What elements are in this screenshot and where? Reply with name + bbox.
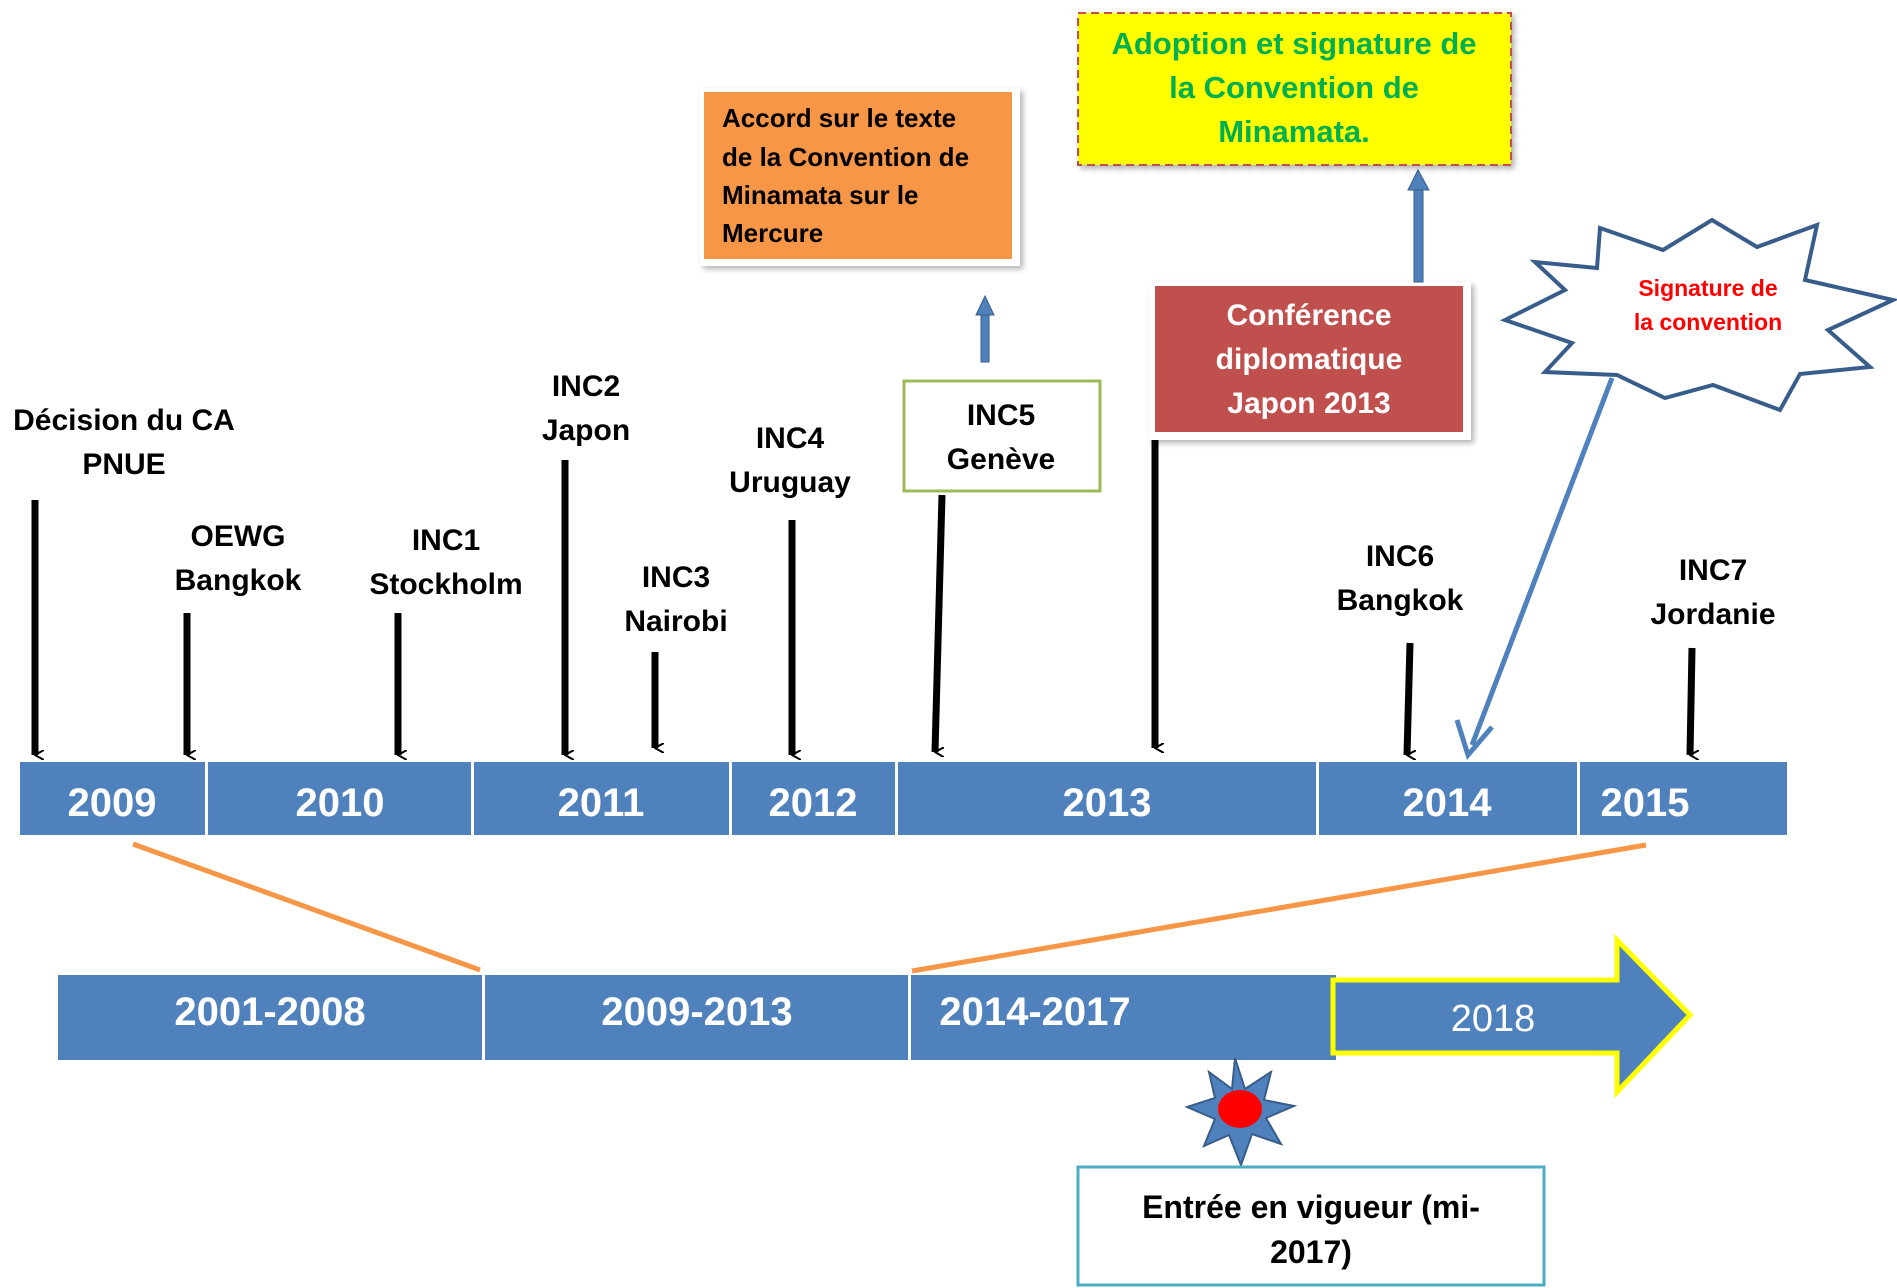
bottom-period-bar: 2001-2008 2009-2013 2014-2017 2018 [58,933,1694,1099]
connector-left [132,841,481,973]
year-label: 2014 [1403,781,1493,825]
year-label: 2011 [558,781,645,825]
inc4-label: INC4 [756,422,825,455]
year-label: 2010 [296,781,385,825]
conference-text: Japon 2013 [1227,387,1390,420]
inc2-label: Japon [542,414,630,447]
conference-text: diplomatique [1216,343,1403,376]
inc3-label: Nairobi [624,605,727,638]
inc7-label: Jordanie [1650,598,1775,631]
adoption-text: Adoption et signature de [1111,26,1476,61]
period-2009-2013-segment [485,975,908,1060]
accord-text: Minamata sur le [722,180,919,210]
year-label: 2009 [68,781,157,825]
inc3-label: INC3 [642,561,710,594]
inc4-label: Uruguay [729,466,851,499]
conference-box: Conférence diplomatique Japon 2013 [1149,282,1471,440]
year-2010-segment [208,762,471,835]
year-2014-segment [1319,762,1577,835]
inc7-arrow [1686,647,1692,755]
year-2013-segment [898,762,1316,835]
period-2001-2008-segment [58,975,482,1060]
accord-box: Accord sur le texte de la Convention de … [700,88,1020,266]
event-labels: Décision du CA PNUE OEWG Bangkok INC1 St… [13,370,1775,638]
year-label: 2013 [1063,781,1152,825]
conference-up-arrow [1407,168,1430,283]
inc1-label: Stockholm [369,568,522,601]
period-label: 2014-2017 [939,990,1130,1034]
oewg-label: OEWG [191,520,286,553]
inc1-label: INC1 [412,524,480,557]
entree-text: 2017) [1270,1234,1352,1270]
period-2014-2017-segment [911,975,1336,1060]
adoption-text: la Convention de [1169,70,1419,105]
inc5-label: INC5 [967,399,1035,432]
accord-text: Mercure [722,218,823,248]
year-label: 2012 [769,781,858,825]
signature-text: la convention [1634,309,1782,335]
year-2015-segment [1580,762,1787,835]
year-label: 2015 [1601,781,1690,825]
zoom-connectors [132,841,1647,974]
entree-text: Entrée en vigueur (mi- [1142,1189,1480,1225]
inc5-label: Genève [947,443,1055,476]
event-arrows [31,440,1692,755]
entree-box: Entrée en vigueur (mi- 2017) [1076,1165,1546,1287]
inc6-label: INC6 [1366,540,1434,573]
inc6-label: Bangkok [1337,584,1464,617]
year-2009-segment [20,762,205,835]
arrow-2018-shape [1330,933,1694,1099]
decision-ca-label: PNUE [82,448,165,481]
adoption-box: Adoption et signature de la Convention d… [1077,12,1512,166]
signature-pointer-arrow [1454,377,1615,761]
adoption-text: Minamata. [1218,114,1370,149]
year-2011-segment [474,762,729,835]
inc5-box: INC5 Genève [902,379,1102,493]
period-label: 2009-2013 [601,990,792,1034]
entry-burst-icon [1184,1057,1298,1168]
decision-ca-label: Décision du CA [13,404,235,437]
conference-text: Conférence [1226,299,1391,332]
arrow-2018-label: 2018 [1451,998,1536,1040]
inc5-arrow [931,494,946,752]
oewg-label: Bangkok [175,564,302,597]
accord-text: de la Convention de [722,142,969,172]
inc5-up-arrow [975,294,995,363]
period-label: 2001-2008 [174,990,365,1034]
connector-right [911,842,1647,974]
inc6-arrow [1403,642,1410,755]
accord-text: Accord sur le texte [722,103,956,133]
signature-text: Signature de [1638,275,1777,301]
year-2012-segment [732,762,895,835]
inc2-label: INC2 [552,370,620,403]
starburst-shape [1499,217,1897,413]
top-year-bar: 2009 2010 2011 2012 2013 2014 2015 [20,762,1787,835]
signature-starburst: Signature de la convention [1499,217,1897,413]
inc7-label: INC7 [1679,554,1747,587]
